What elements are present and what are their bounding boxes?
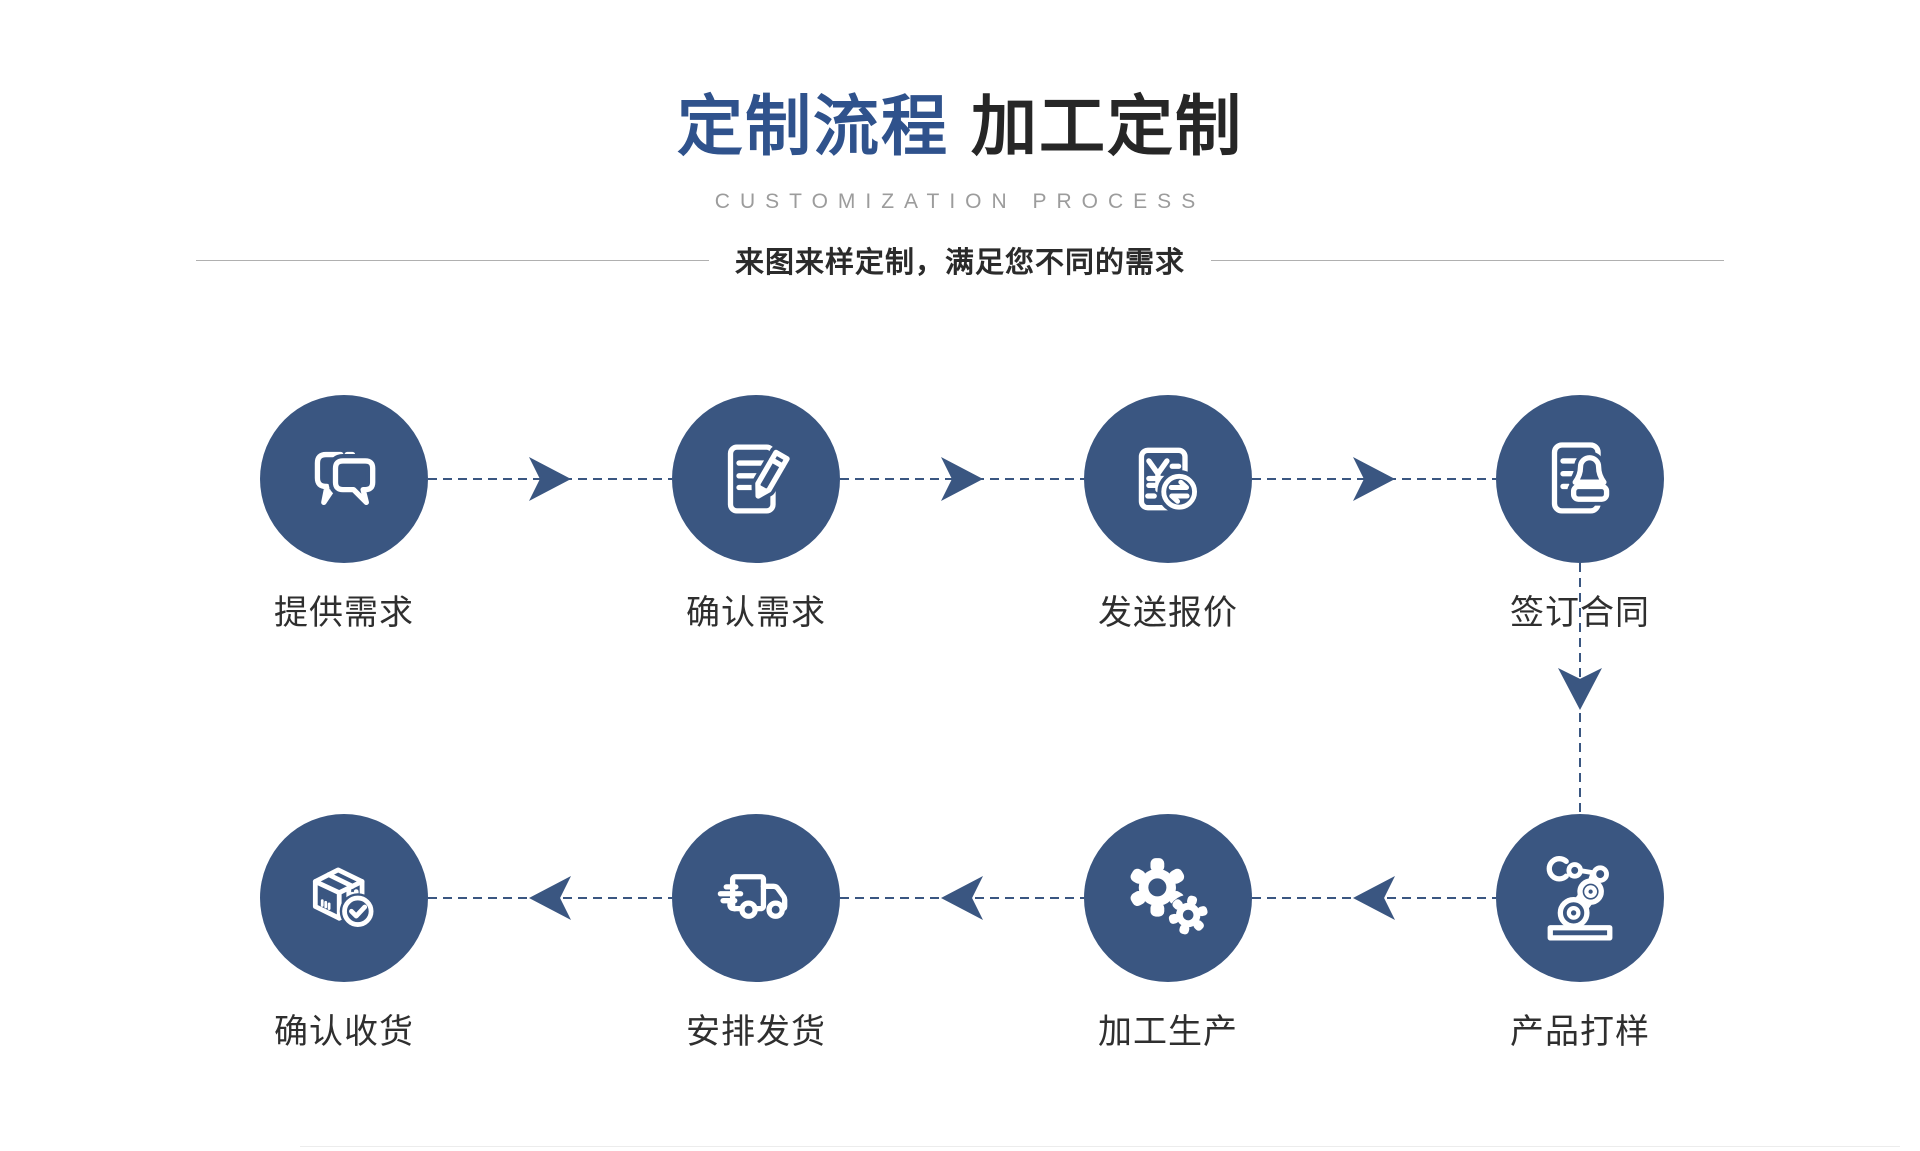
gears-icon [1084,814,1252,982]
step-provide-requirements: 提供需求 [260,395,428,632]
step-label: 签订合同 [1510,594,1650,632]
step-product-sampling: 产品打样 [1496,814,1664,1051]
step-label: 确认收货 [274,1013,414,1051]
title-primary: 定制流程 [677,89,949,163]
tagline-right-divider [1211,259,1724,261]
step-label: 提供需求 [274,594,414,632]
step-label: 产品打样 [1510,1013,1650,1051]
tagline-left-divider [195,259,709,261]
step-label: 安排发货 [686,1013,826,1051]
chat-bubbles-icon [260,395,428,563]
document-edit-icon [672,395,840,563]
step-send-quote: 发送报价 [1084,395,1252,632]
page-title: 定制流程加工定制 [0,88,1920,164]
step-confirm-receipt: 确认收货 [260,814,428,1051]
step-sign-contract: 签订合同 [1496,395,1664,632]
section-bottom-divider [300,1146,1900,1147]
tagline-row: 来图来样定制，满足您不同的需求 [0,240,1920,280]
step-label: 发送报价 [1098,594,1238,632]
step-label: 加工生产 [1098,1013,1238,1051]
package-check-icon [260,814,428,982]
delivery-truck-icon [672,814,840,982]
contract-stamp-icon [1496,395,1664,563]
robot-arm-icon [1496,814,1664,982]
title-secondary: 加工定制 [971,89,1243,163]
step-arrange-shipping: 安排发货 [672,814,840,1051]
step-label: 确认需求 [686,594,826,632]
step-confirm-requirements: 确认需求 [672,395,840,632]
step-production: 加工生产 [1084,814,1252,1051]
page-subtitle: CUSTOMIZATION PROCESS [714,190,1206,213]
tagline-text: 来图来样定制，满足您不同的需求 [734,247,1185,279]
quote-exchange-icon [1084,395,1252,563]
